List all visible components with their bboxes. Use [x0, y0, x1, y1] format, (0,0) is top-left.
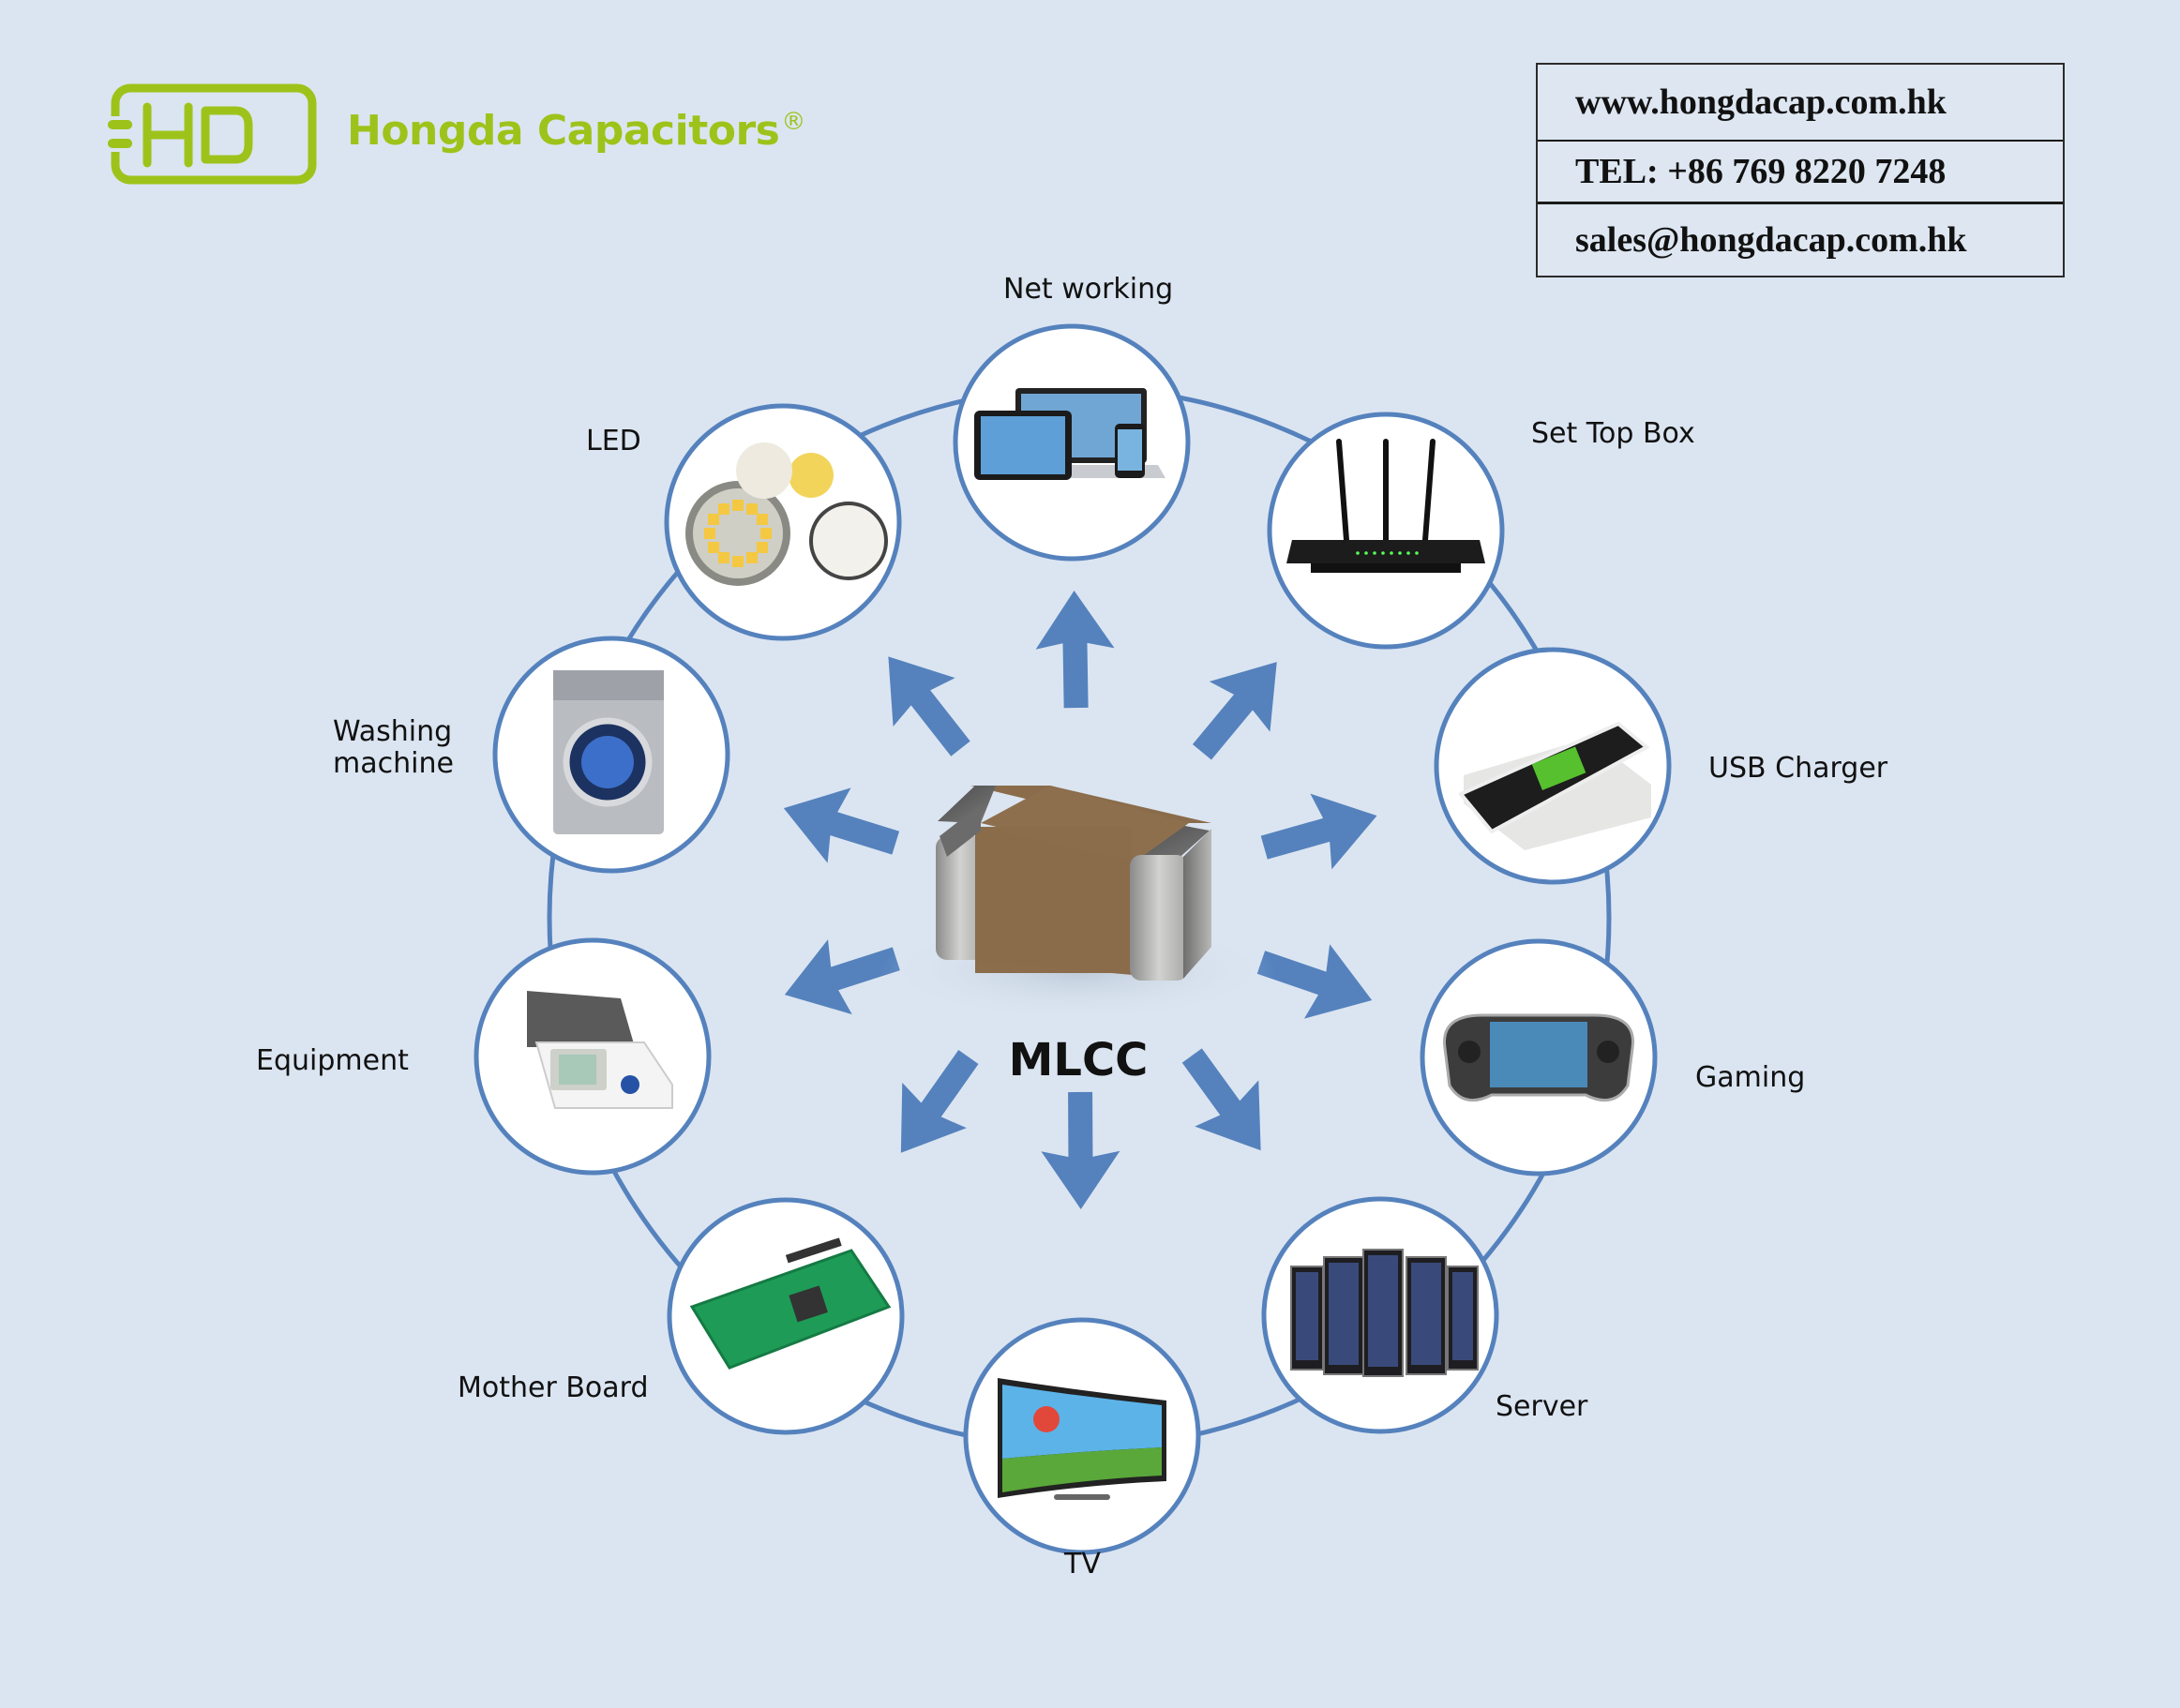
label-set-top-box: Set Top Box [1531, 417, 1695, 450]
contact-box: www.hongdacap.com.hk TEL: +86 769 8220 7… [1536, 63, 2065, 277]
application-node-server [1261, 1196, 1499, 1434]
application-node-led [664, 403, 902, 641]
handheld-console-icon [1443, 1013, 1634, 1102]
wireless-charger-icon [1457, 721, 1651, 850]
application-node-set-top-box [1267, 412, 1505, 650]
application-node-mother-board [667, 1197, 905, 1435]
arrow-to-gaming [1256, 944, 1373, 1019]
arrow-to-led [888, 656, 970, 757]
label-mother-board: Mother Board [458, 1371, 649, 1404]
arrow-to-washing-machine [783, 787, 900, 863]
arrow-to-tv [1041, 1091, 1120, 1209]
application-node-usb-charger [1434, 647, 1672, 885]
arrow-to-equipment [784, 939, 900, 1015]
blood-pressure-monitor-icon [527, 991, 673, 1109]
arrow-to-mother-board [900, 1050, 979, 1153]
contact-email[interactable]: sales@hongdacap.com.hk [1575, 220, 1967, 260]
arrow-to-usb-charger [1260, 793, 1377, 870]
contact-website[interactable]: www.hongdacap.com.hk [1538, 65, 2063, 142]
registered-mark: ® [781, 107, 805, 136]
application-node-equipment [474, 937, 712, 1176]
label-net-working: Net working [1003, 273, 1174, 306]
center-label-mlcc: MLCC [1008, 1034, 1149, 1086]
application-node-gaming [1420, 938, 1658, 1176]
application-node-net-working [953, 323, 1191, 562]
circuit-board-icon [689, 1237, 892, 1370]
brand-logo: Hongda Capacitors® [108, 82, 805, 186]
label-gaming: Gaming [1695, 1061, 1806, 1094]
led-bulb-icon [685, 442, 888, 586]
application-node-washing-machine [492, 636, 730, 874]
label-led: LED [586, 425, 641, 457]
router-icon [1286, 439, 1485, 573]
label-usb-charger: USB Charger [1708, 752, 1888, 785]
washing-machine-icon [553, 670, 664, 834]
arrow-to-set-top-box [1192, 662, 1277, 760]
label-equipment: Equipment [256, 1044, 409, 1077]
label-tv: TV [1064, 1548, 1101, 1581]
hd-logo-mark-icon [108, 82, 319, 186]
label-washing-machine: Washing machine [333, 715, 454, 780]
server-rack-icon [1290, 1249, 1479, 1377]
mlcc-chip-icon [881, 786, 1275, 1022]
label-server: Server [1496, 1390, 1588, 1423]
laptop-tablet-phone-icon [974, 388, 1165, 480]
curved-tv-icon [998, 1378, 1166, 1500]
arrow-to-net-working [1035, 591, 1115, 709]
arrow-to-server [1181, 1048, 1261, 1151]
brand-name: Hongda Capacitors® [347, 107, 805, 155]
contact-phone: TEL: +86 769 8220 7248 [1538, 142, 2063, 204]
brand-name-text: Hongda Capacitors [347, 106, 780, 155]
application-node-tv [963, 1317, 1201, 1555]
